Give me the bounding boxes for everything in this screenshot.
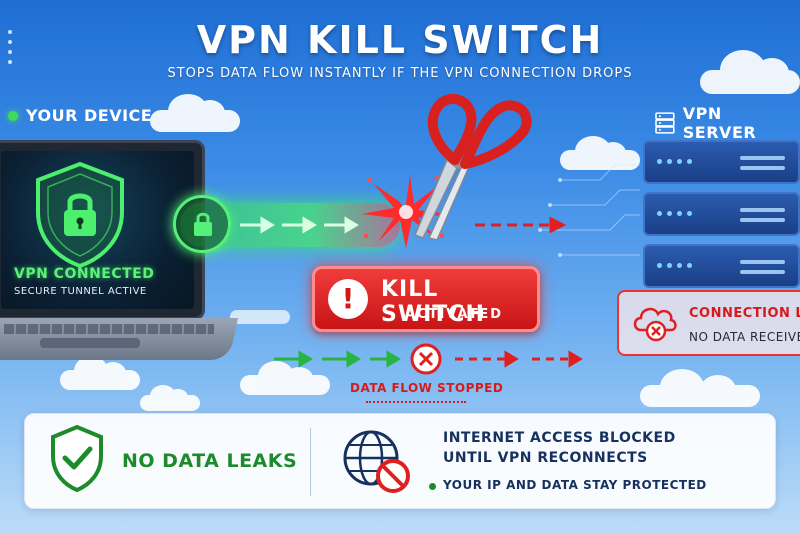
cloud xyxy=(700,50,800,94)
device-label-text: YOUR DEVICE xyxy=(26,106,153,125)
secure-tunnel-text: SECURE TUNNEL ACTIVE xyxy=(14,286,147,297)
summary-panel: NO DATA LEAKS INTERNET ACCESS BLOCKED UN… xyxy=(24,413,776,509)
cloud xyxy=(60,356,140,390)
lower-flow-arrows xyxy=(274,350,583,368)
shield-lock-icon xyxy=(36,161,124,269)
server-label-text: VPN SERVER xyxy=(682,104,757,142)
connection-lost-text: CONNECTION LOST xyxy=(689,306,800,321)
broken-flow-arrows xyxy=(475,216,567,234)
internet-blocked-text: INTERNET ACCESS BLOCKED xyxy=(443,430,676,446)
shield-check-icon xyxy=(51,424,103,492)
server-stack xyxy=(643,140,800,290)
device-label: YOUR DEVICE xyxy=(8,106,152,125)
x-circle-icon xyxy=(410,343,442,375)
server-unit xyxy=(643,192,800,236)
until-vpn-reconnects-text: UNTIL VPN RECONNECTS xyxy=(443,450,648,466)
globe-blocked-icon xyxy=(343,430,410,493)
panel-divider xyxy=(310,428,311,496)
page-subtitle: STOPS DATA FLOW INSTANTLY IF THE VPN CON… xyxy=(167,66,633,81)
cloud xyxy=(640,369,760,407)
laptop-touchpad xyxy=(40,338,140,348)
alert-icon: ! xyxy=(328,279,368,319)
cloud xyxy=(240,361,330,395)
status-dot-icon xyxy=(8,110,18,121)
scissors-icon xyxy=(414,93,532,240)
laptop-keyboard xyxy=(4,324,214,334)
bullet-dot-icon xyxy=(429,483,436,490)
server-label: VPN SERVER xyxy=(655,104,800,142)
server-unit xyxy=(643,244,800,288)
vpn-connected-text: VPN CONNECTED xyxy=(14,266,155,282)
server-unit xyxy=(643,140,800,184)
kill-switch-title: KILL SWITCH xyxy=(381,277,485,327)
decorative-dots xyxy=(8,30,12,70)
laptop-display xyxy=(1,151,194,309)
cloud xyxy=(150,94,240,132)
laptop-screen xyxy=(0,140,205,320)
cloud xyxy=(140,385,200,411)
server-icon xyxy=(655,112,675,134)
kill-switch-subtitle: ACTIVATED xyxy=(405,307,504,322)
lock-icon xyxy=(194,212,212,236)
page-title: VPN KILL SWITCH xyxy=(196,18,604,62)
cloud-x-icon xyxy=(633,307,677,342)
no-data-leaks-text: NO DATA LEAKS xyxy=(122,450,298,472)
cloud xyxy=(230,310,290,324)
flow-underline xyxy=(366,401,466,403)
kill-switch-banner: ! KILL SWITCH ACTIVATED xyxy=(312,266,540,332)
connection-lost-box: CONNECTION LOST NO DATA RECEIVED xyxy=(617,290,800,356)
data-flow-stopped-text: DATA FLOW STOPPED xyxy=(350,381,504,395)
no-data-received-text: NO DATA RECEIVED xyxy=(689,330,800,344)
ip-protected-text: YOUR IP AND DATA STAY PROTECTED xyxy=(443,478,707,492)
tunnel-arrows xyxy=(240,216,359,234)
cloud xyxy=(560,136,640,170)
